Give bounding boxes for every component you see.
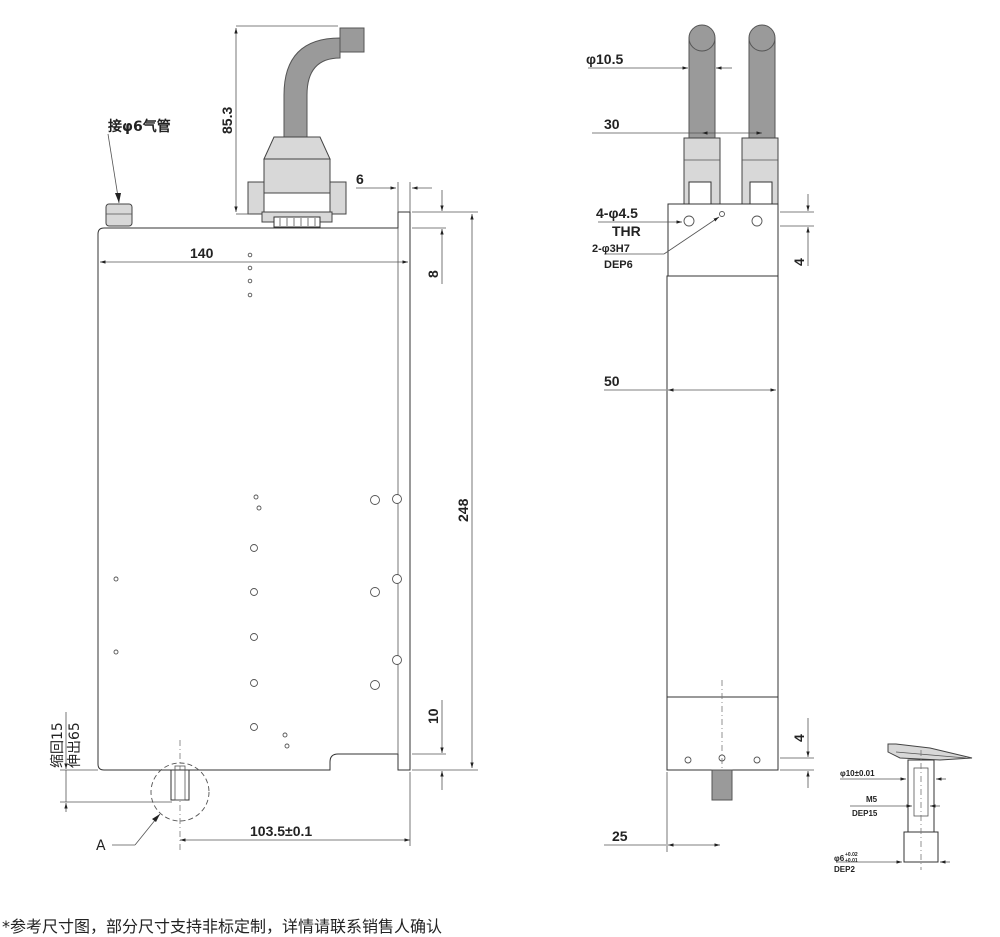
dim-pin-depth: DEP2 [834, 865, 855, 874]
dim-tube-spacing: 30 [604, 116, 620, 132]
dim-pin-holes: 2-φ3H7 [592, 243, 630, 255]
dim-bottom-offset: 10 [425, 708, 441, 724]
front-body-outline [97, 211, 411, 771]
front-view: A 接φ6气管 85.3 140 6 8 248 10 [50, 25, 478, 854]
cable-end-cap [339, 27, 365, 53]
connector-right-lug [329, 181, 347, 215]
front-holes [113, 252, 402, 749]
side-view: φ10.5 30 4-φ4.5 THR 2-φ3H7 DEP6 4 50 4 [586, 24, 814, 852]
dim-mount-holes-type: THR [612, 223, 641, 239]
dim-tube-diameter: φ10.5 [586, 51, 623, 67]
dim-side-rod-offset: 25 [612, 828, 628, 844]
detail-view: φ10±0.01 M5 DEP15 φ6 +0.02 +0.01 DEP2 [834, 743, 973, 874]
dim-rod-diameter: φ10±0.01 [840, 769, 875, 778]
side-rod [711, 769, 733, 801]
dim-cable-height: 85.3 [219, 107, 235, 134]
tube-left [688, 37, 716, 139]
side-body [666, 275, 779, 698]
detail-marker: A [96, 838, 106, 854]
footnote: *参考尺寸图，部分尺寸支持非标定制，详情请联系销售人确认 [2, 917, 443, 936]
retract-stroke-label: 缩回15 [50, 722, 66, 768]
connector-housing [263, 136, 331, 160]
detail-rod [907, 759, 935, 833]
dim-body-width: 50 [604, 373, 620, 389]
dim-rod-offset: 103.5±0.1 [250, 823, 312, 839]
cable-hose [283, 37, 341, 138]
dim-side-bottom-offset: 4 [791, 734, 807, 742]
dim-width: 140 [190, 245, 214, 261]
piston-rod [170, 769, 190, 801]
dim-thread: M5 [866, 795, 878, 804]
dim-pin-holes-depth: DEP6 [604, 259, 633, 271]
tube-right [748, 37, 776, 139]
air-fitting [105, 203, 133, 227]
dim-pin-tol-upper: +0.02 [845, 852, 858, 858]
dim-thread-depth: DEP15 [852, 809, 878, 818]
detail-flange [887, 743, 973, 761]
air-fitting-label: 接φ6气管 [108, 118, 171, 135]
dim-top-offset: 8 [425, 270, 441, 278]
extend-stroke-label: 伸出65 [67, 722, 83, 768]
dim-mount-holes: 4-φ4.5 [596, 205, 638, 221]
dim-height: 248 [455, 498, 471, 522]
connector-pins [273, 216, 321, 228]
dim-pin-diameter: φ6 [834, 854, 845, 863]
connector-left-lug [247, 181, 265, 215]
dim-side-top-offset: 4 [791, 258, 807, 266]
dim-pin-tol-lower: +0.01 [845, 858, 858, 864]
dim-step-width: 6 [356, 171, 364, 187]
connector-body [263, 158, 331, 194]
detail-circle [150, 762, 210, 822]
